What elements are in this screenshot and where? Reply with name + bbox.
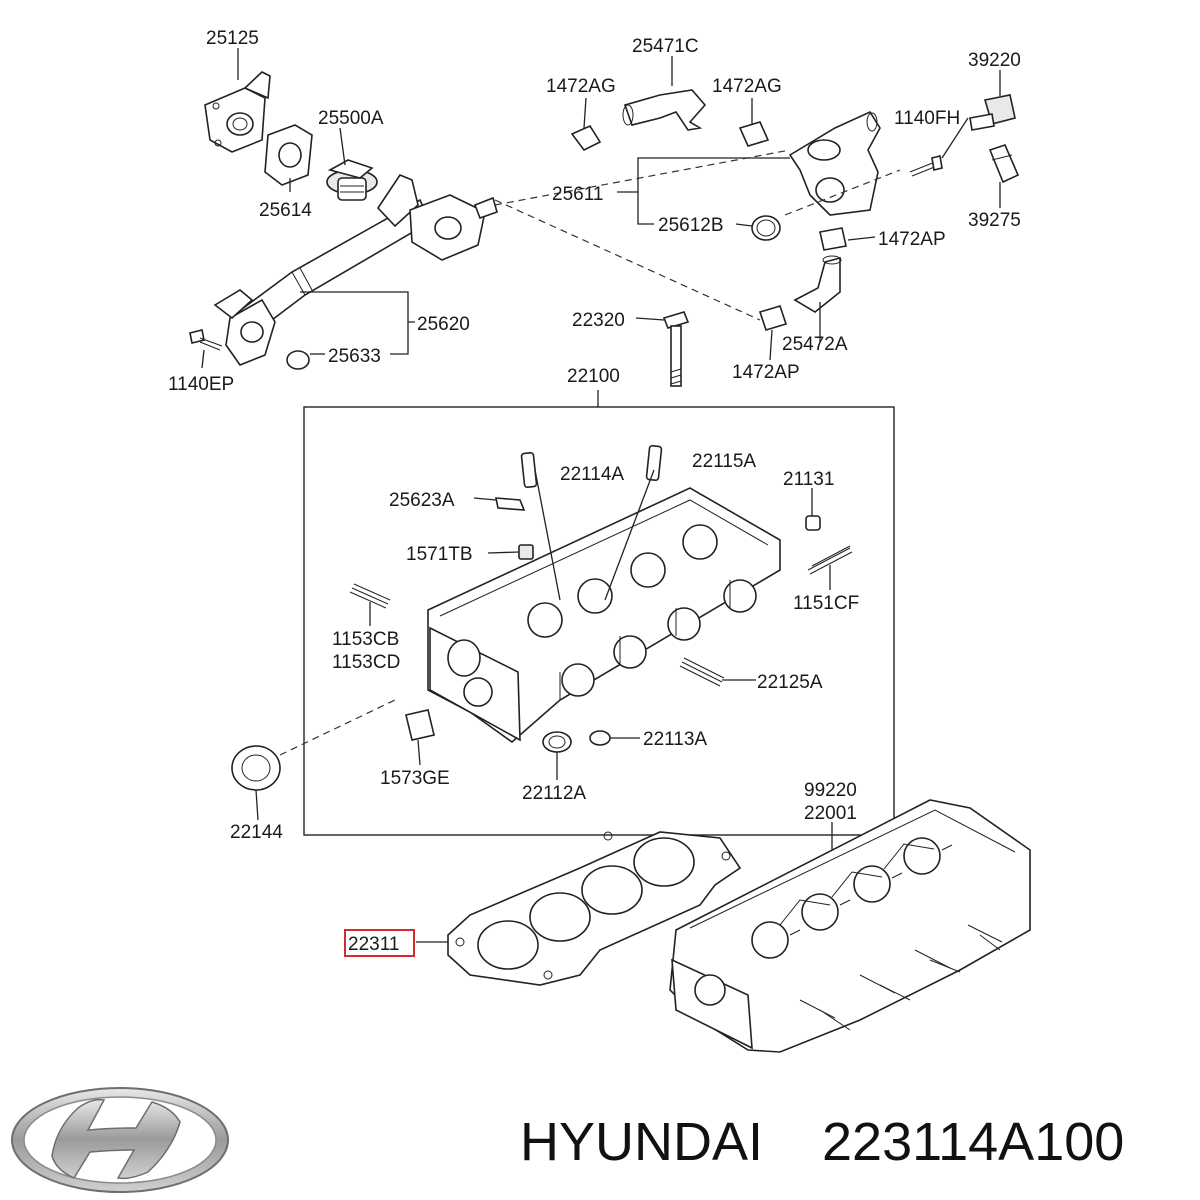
label-22112a: 22112A (522, 783, 586, 804)
plug-1571tb (518, 544, 534, 560)
label-25633: 25633 (328, 346, 381, 367)
leader-line (604, 469, 655, 601)
label-22113a: 22113A (643, 729, 707, 750)
stud-1151cf (807, 545, 853, 575)
label-22144: 22144 (230, 822, 283, 843)
hose-clamp-right (738, 121, 770, 147)
hose-clamp-upper-ap (819, 227, 847, 251)
label-1571tb: 1571TB (406, 544, 473, 565)
bolt-1140ep (189, 329, 223, 351)
temp-sensor (969, 94, 1016, 131)
water-outlet-fitting (204, 71, 271, 153)
brand-name: HYUNDAI (520, 1112, 763, 1172)
label-1472ag-right: 1472AG (712, 76, 782, 97)
label-22125a: 22125A (757, 672, 823, 693)
label-25472a: 25472A (782, 334, 848, 355)
head-gasket-22311 (447, 831, 742, 986)
label-22115a: 22115A (692, 451, 756, 472)
leader-lines-top (201, 48, 1001, 369)
dash-line (279, 699, 396, 756)
label-25471c: 25471C (632, 36, 699, 57)
bolt-1140fh (909, 155, 943, 177)
label-1472ap-top: 1472AP (878, 229, 946, 250)
label-1472ap-bottom: 1472AP (732, 362, 800, 383)
plug-25623a (495, 497, 526, 511)
leader-lines-middle (255, 488, 831, 821)
label-22114a: 22114A (560, 464, 624, 485)
bolt-22320 (662, 311, 690, 387)
label-1153cd: 1153CD (332, 652, 400, 673)
valve-seat-22112a (542, 731, 572, 753)
label-1151cf: 1151CF (793, 593, 859, 614)
outlet-gasket (264, 124, 313, 186)
label-22320: 22320 (572, 310, 625, 331)
hose-clamp-lower-ap (758, 305, 788, 331)
o-ring (286, 350, 310, 370)
dash-line (494, 149, 791, 206)
upper-hose (622, 89, 707, 131)
stud-1153cb (349, 583, 391, 609)
cylinder-head-assembly-22001 (669, 799, 1031, 1053)
callout-labels: 25125 25500A 25614 25471C 1472AG 1472AG … (168, 28, 1021, 955)
label-22001: 22001 (804, 803, 857, 824)
leader-line (534, 469, 561, 601)
plug-21131 (805, 515, 821, 531)
hyundai-logo-icon (11, 1087, 229, 1193)
dowel-pin-22114a (520, 451, 538, 489)
label-1573ge: 1573GE (380, 768, 450, 789)
label-25614: 25614 (259, 200, 312, 221)
label-1140fh: 1140FH (894, 108, 960, 129)
part-number: 223114A100 (822, 1112, 1124, 1172)
water-pipe-assembly (213, 174, 498, 366)
label-99220: 99220 (804, 780, 857, 801)
leader-lines-bottom (416, 822, 833, 943)
oil-seal-22144 (231, 745, 281, 791)
sensor-clip (988, 144, 1020, 184)
label-39275: 39275 (968, 210, 1021, 231)
assembly-box-22100 (303, 406, 895, 836)
label-25125: 25125 (206, 28, 259, 49)
label-25620: 25620 (417, 314, 470, 335)
label-25611: 25611 (552, 184, 603, 205)
cylinder-head-bare (427, 487, 781, 744)
label-1140ep: 1140EP (168, 374, 234, 395)
water-housing (788, 110, 881, 216)
label-22100: 22100 (567, 366, 620, 387)
label-25623a: 25623A (389, 490, 455, 511)
label-1153cb: 1153CB (332, 629, 399, 650)
stud-22125a (679, 657, 725, 687)
dowel-pin-22115a (645, 444, 663, 482)
thermostat (326, 159, 378, 201)
label-25500a: 25500A (318, 108, 384, 129)
label-1472ag-left: 1472AG (546, 76, 616, 97)
label-25612b: 25612B (658, 215, 724, 236)
hose-clamp-left (570, 124, 602, 152)
valve-guide-1573ge (405, 709, 435, 741)
seal-ring-25612b (751, 215, 781, 241)
dash-line (494, 199, 761, 321)
valve-seat-22113a (589, 730, 611, 746)
lower-hose (793, 255, 842, 313)
label-22311: 22311 (348, 934, 399, 955)
dash-line (784, 169, 901, 216)
highlight-box-22311 (344, 929, 415, 957)
label-39220: 39220 (968, 50, 1021, 71)
label-21131: 21131 (783, 469, 834, 490)
